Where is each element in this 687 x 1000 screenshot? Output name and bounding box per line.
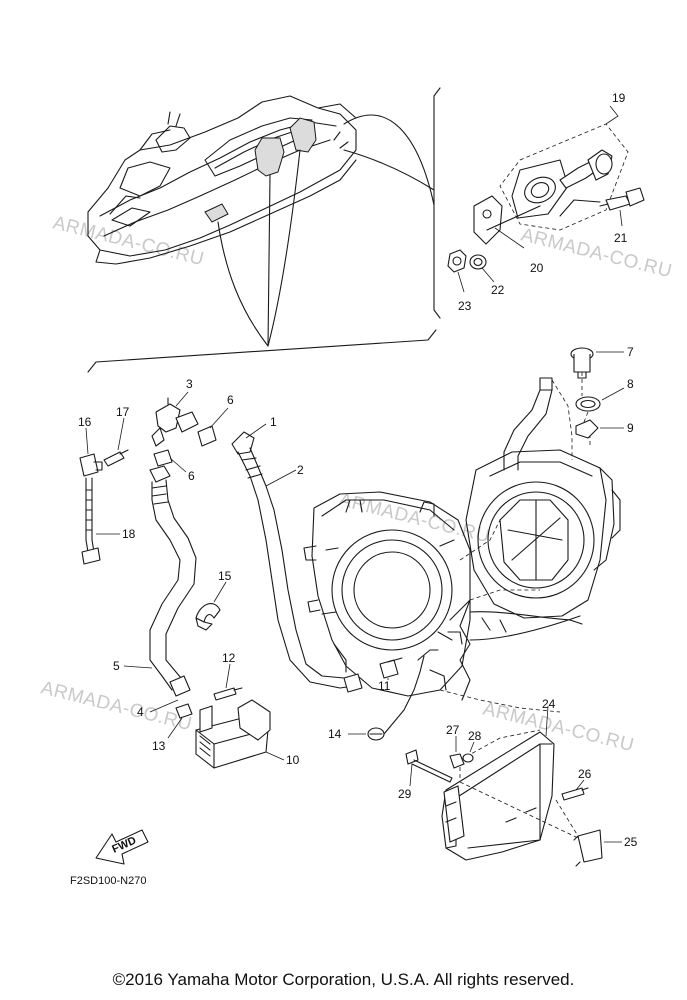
callout-6b: 6 bbox=[188, 469, 195, 483]
main-bracket bbox=[87, 329, 437, 373]
callout-2: 2 bbox=[297, 463, 304, 477]
callout-22: 22 bbox=[491, 283, 505, 297]
callout-1: 1 bbox=[270, 415, 277, 429]
callout-numbers: 1 2 3 4 5 6 6 7 8 9 10 11 12 13 14 15 16… bbox=[78, 91, 638, 849]
callout-13: 13 bbox=[152, 739, 166, 753]
callout-15: 15 bbox=[218, 569, 232, 583]
fwd-arrow: FWD bbox=[95, 829, 149, 865]
callout-14: 14 bbox=[328, 727, 342, 741]
callout-20: 20 bbox=[530, 261, 544, 275]
callout-11: 11 bbox=[378, 679, 391, 693]
callout-4: 4 bbox=[137, 705, 144, 719]
diagram-code: F2SD100-N270 bbox=[70, 875, 146, 887]
callout-8: 8 bbox=[627, 377, 634, 391]
callout-16: 16 bbox=[78, 415, 92, 429]
watermark-4: ARMADA-CO.RU bbox=[39, 677, 194, 735]
leader-craft-to-main-b bbox=[267, 174, 271, 347]
leader-craft-to-detail-a bbox=[343, 114, 435, 206]
callout-24: 24 bbox=[542, 697, 556, 711]
pump-assembly: FWD bbox=[79, 347, 625, 867]
callout-27: 27 bbox=[446, 723, 460, 737]
leader-craft-to-detail-b bbox=[343, 149, 435, 191]
callout-12: 12 bbox=[222, 651, 236, 665]
callout-19: 19 bbox=[612, 91, 626, 105]
watermark-5: ARMADA-CO.RU bbox=[481, 698, 636, 756]
leader-craft-to-main-c bbox=[267, 149, 301, 347]
callout-6a: 6 bbox=[227, 393, 234, 407]
callout-5: 5 bbox=[113, 659, 120, 673]
copyright-notice: ©2016 Yamaha Motor Corporation, U.S.A. A… bbox=[112, 970, 575, 989]
callout-18: 18 bbox=[122, 527, 136, 541]
drain-plug-detail bbox=[447, 105, 645, 293]
callout-25: 25 bbox=[624, 835, 638, 849]
callout-28: 28 bbox=[468, 729, 482, 743]
leader-craft-to-main-a bbox=[217, 221, 269, 347]
callout-3: 3 bbox=[186, 377, 193, 391]
callout-9: 9 bbox=[627, 421, 634, 435]
callout-7: 7 bbox=[627, 345, 634, 359]
detail-bracket bbox=[433, 87, 441, 319]
watercraft-overview bbox=[87, 95, 357, 265]
callout-26: 26 bbox=[578, 767, 592, 781]
callout-17: 17 bbox=[116, 405, 130, 419]
callout-29: 29 bbox=[398, 787, 412, 801]
callout-23: 23 bbox=[458, 299, 472, 313]
callout-21: 21 bbox=[614, 231, 628, 245]
callout-10: 10 bbox=[286, 753, 300, 767]
